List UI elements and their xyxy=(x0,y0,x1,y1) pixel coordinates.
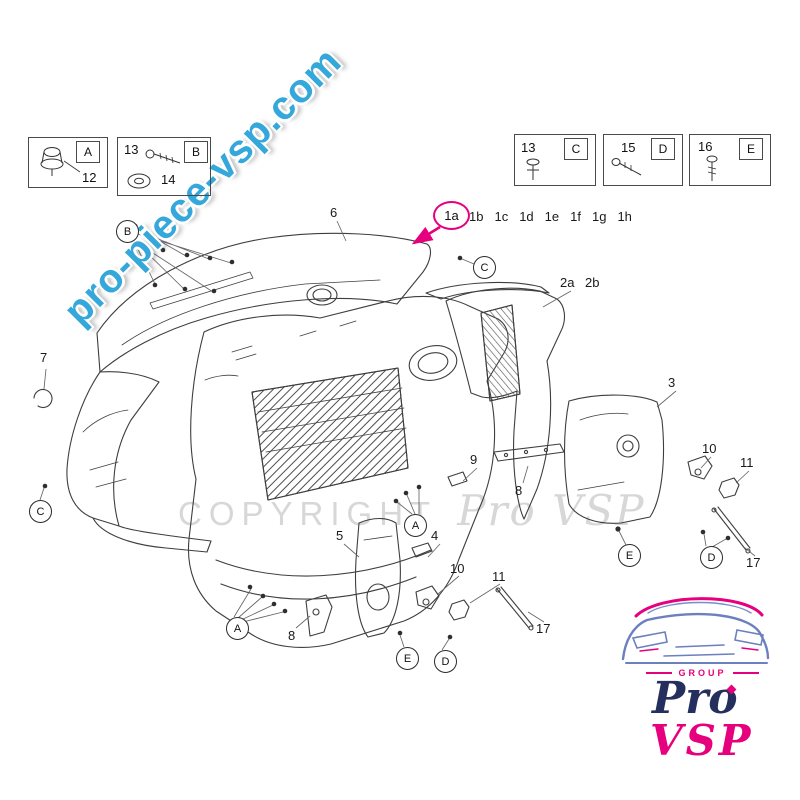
part-label-3: 3 xyxy=(668,375,676,390)
part-label-11-right: 11 xyxy=(740,455,754,470)
legend-box-e xyxy=(689,134,771,186)
callout-circle-d-right: D xyxy=(700,546,723,569)
legend-box-d xyxy=(603,134,683,186)
car-sketch-icon xyxy=(621,597,770,664)
legend-box-c xyxy=(514,134,596,186)
part-label-8-right: 8 xyxy=(515,483,523,498)
legend-tag-a: A xyxy=(76,141,100,163)
legend-tag-d: D xyxy=(651,138,675,160)
fastener-dots xyxy=(42,247,731,640)
callout-circle-e-right: E xyxy=(618,544,641,567)
part-label-9: 9 xyxy=(470,452,478,467)
callout-circle-d-lower: D xyxy=(434,650,457,673)
part-label-10-right: 10 xyxy=(702,441,717,456)
variant-1c: 1c xyxy=(494,209,509,224)
legend-num-15: 15 xyxy=(621,140,636,155)
part-label-7: 7 xyxy=(40,350,48,365)
part-label-2a: 2a xyxy=(560,275,575,290)
logo-group-line-left xyxy=(646,672,673,674)
variant-1b: 1b xyxy=(469,209,484,224)
logo-group-text: GROUP xyxy=(678,668,727,678)
part-label-2b: 2b xyxy=(585,275,600,290)
part-label-5: 5 xyxy=(336,528,344,543)
provsp-logo: GROUP Pro VSP xyxy=(620,668,785,762)
callout-circle-e-lower: E xyxy=(396,647,419,670)
legend-box-b xyxy=(117,137,211,196)
legend-num-13c: 13 xyxy=(521,140,536,155)
legend-tag-e: E xyxy=(739,138,763,160)
callout-circle-a-lower: A xyxy=(226,617,249,640)
part-label-17-right: 17 xyxy=(746,555,761,570)
variant-1f: 1f xyxy=(570,209,581,224)
logo-vsp-text: VSP xyxy=(650,715,754,765)
logo-pro-text: Pro xyxy=(620,677,785,721)
variant-1d: 1d xyxy=(519,209,534,224)
highlight-arrow-icon xyxy=(411,225,441,245)
callout-circle-c-right: C xyxy=(473,256,496,279)
part-label-10-lower: 10 xyxy=(450,561,465,576)
part-label-4: 4 xyxy=(431,528,439,543)
variant-1a-highlight: 1a xyxy=(433,201,470,230)
legend-box-a xyxy=(28,137,108,188)
part-label-11-lower: 11 xyxy=(492,569,506,584)
logo-group-line-right xyxy=(732,672,759,674)
variant-1e: 1e xyxy=(544,209,560,224)
part-label-8-lower: 8 xyxy=(288,628,296,643)
callout-circle-c-left: C xyxy=(29,500,52,523)
legend-num-14: 14 xyxy=(161,172,176,187)
leader-lines xyxy=(39,220,756,651)
part-label-17-lower: 17 xyxy=(536,621,551,636)
legend-tag-c: C xyxy=(564,138,588,160)
part-label-6: 6 xyxy=(330,205,338,220)
callout-circle-b: B xyxy=(116,220,139,243)
logo-group-banner: GROUP xyxy=(620,668,785,678)
variant-1h: 1h xyxy=(617,209,632,224)
bumper-line-drawing xyxy=(33,232,751,648)
legend-num-13b: 13 xyxy=(124,142,139,157)
logo-pro-word: Pro xyxy=(652,673,738,724)
legend-fastener-icons xyxy=(40,147,718,189)
legend-tag-b: B xyxy=(184,141,208,163)
legend-num-12: 12 xyxy=(82,170,97,185)
legend-num-16: 16 xyxy=(698,139,713,154)
callout-circle-a-mid: A xyxy=(404,514,427,537)
variant-row: 1b 1c 1d 1e 1f 1g 1h xyxy=(469,209,632,224)
variant-1g: 1g xyxy=(591,209,607,224)
